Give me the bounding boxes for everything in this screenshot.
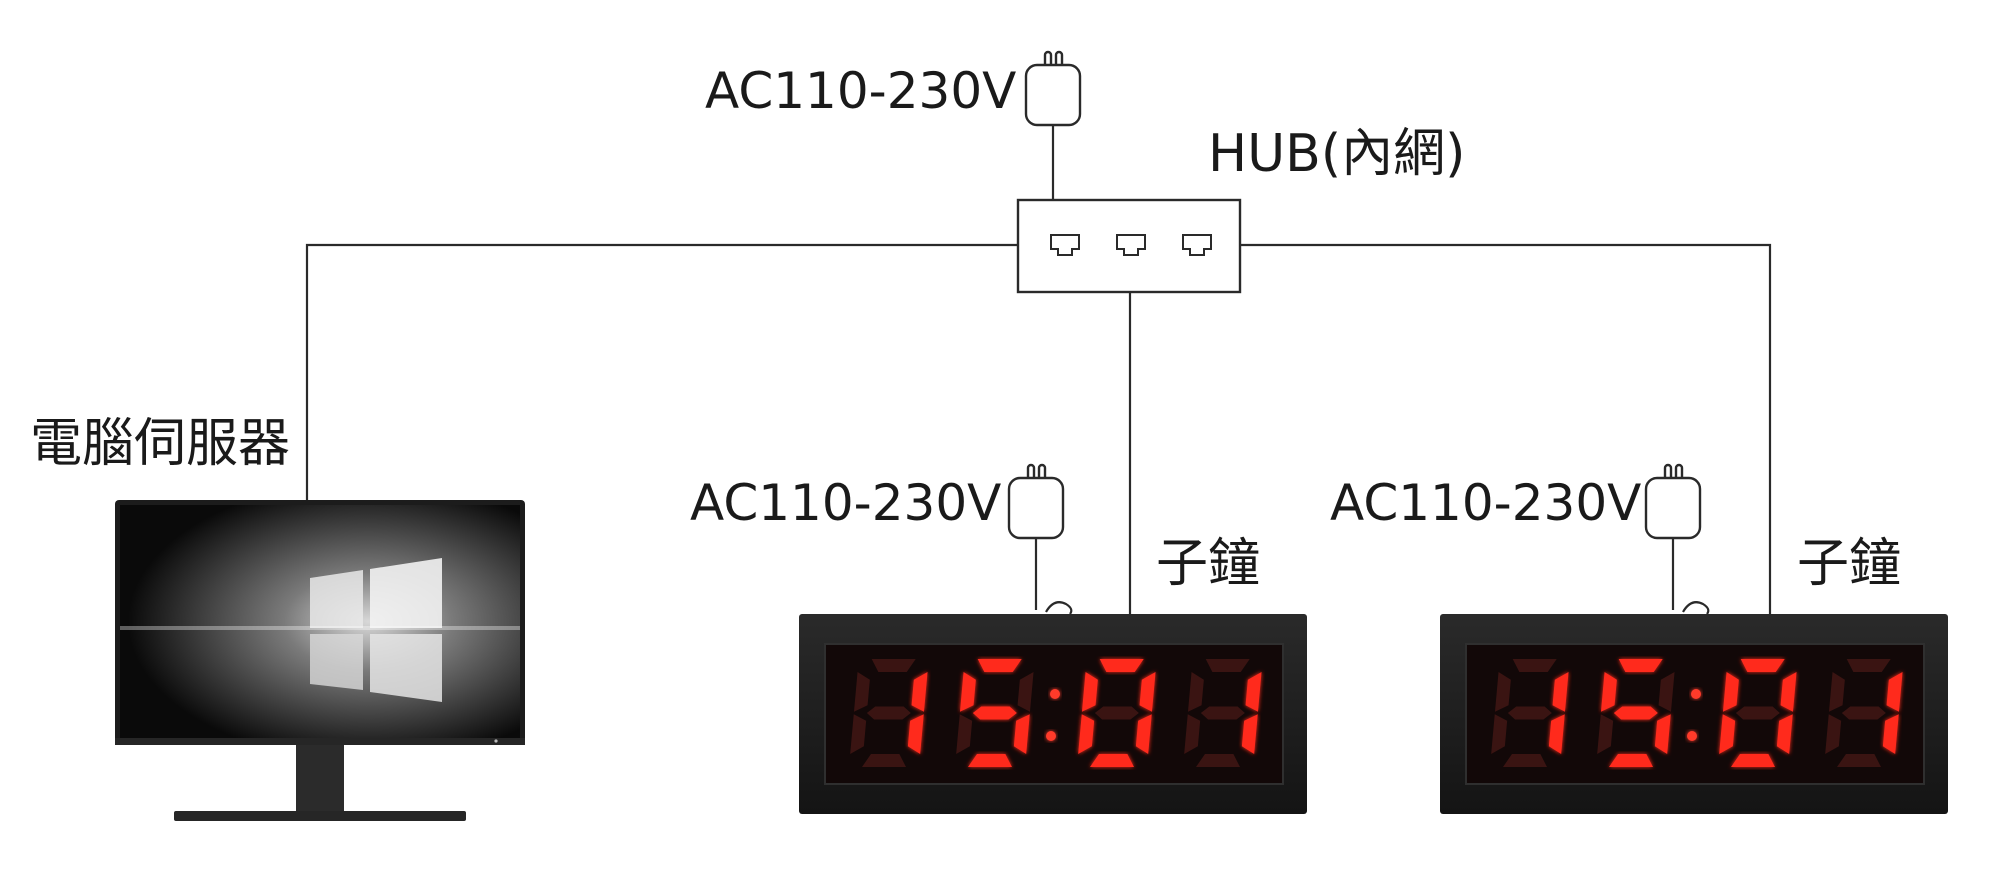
- led-segment: [1841, 706, 1886, 720]
- hub: [1016, 198, 1242, 294]
- led-segment: [977, 659, 1022, 672]
- led-segment: [871, 659, 916, 672]
- hub-label: HUB(內網): [1208, 124, 1466, 184]
- led-segment: [1828, 672, 1845, 712]
- hub-box: [1016, 198, 1242, 294]
- led-segment: [1081, 672, 1098, 712]
- led-segment: [1512, 659, 1557, 672]
- led-segment: [1886, 672, 1903, 712]
- ethernet-port-icon: [1182, 234, 1212, 256]
- led-segment: [968, 754, 1012, 767]
- clock-1-cable-loop: [1045, 601, 1073, 615]
- led-segment: [1184, 714, 1201, 754]
- led-segment: [1205, 659, 1250, 672]
- led-segment: [1597, 714, 1614, 754]
- clock-2-cable-loop: [1682, 601, 1710, 615]
- led-segment: [1090, 754, 1134, 767]
- clock-digit: [1597, 659, 1675, 767]
- power-label-clock-2: AC110-230V: [1330, 474, 1642, 532]
- led-segment: [1846, 659, 1891, 672]
- ethernet-port-icon: [1050, 234, 1080, 256]
- led-segment: [972, 706, 1017, 720]
- led-segment: [1722, 672, 1739, 712]
- led-segment: [850, 714, 867, 754]
- led-segment: [1552, 672, 1569, 712]
- led-segment: [956, 714, 973, 754]
- clock-digit: [1491, 659, 1569, 767]
- led-segment: [853, 672, 870, 712]
- led-segment: [907, 714, 924, 754]
- server-label: 電腦伺服器: [30, 414, 291, 474]
- sub-clock-1: [799, 614, 1307, 814]
- monitor-base: [174, 811, 466, 821]
- server-monitor: [115, 500, 525, 821]
- clock-colon: [1687, 689, 1701, 741]
- led-segment: [1200, 706, 1245, 720]
- led-segment: [1731, 754, 1775, 767]
- led-segment: [1654, 714, 1671, 754]
- led-segment: [1017, 672, 1034, 712]
- led-segment: [1618, 659, 1663, 672]
- power-led: [494, 739, 498, 743]
- led-segment: [1135, 714, 1152, 754]
- monitor-neck: [296, 745, 344, 813]
- power-plug-icon: [1644, 463, 1702, 540]
- led-segment: [1491, 714, 1508, 754]
- clock-digit: [1078, 659, 1156, 767]
- power-label-clock-1: AC110-230V: [690, 474, 1002, 532]
- led-segment: [1882, 714, 1899, 754]
- led-segment: [1825, 714, 1842, 754]
- sub-clock-2: [1440, 614, 1948, 814]
- wire-hub-to-server: [305, 243, 1018, 500]
- led-segment: [1548, 714, 1565, 754]
- clock-digit: [1825, 659, 1903, 767]
- led-segment: [1139, 672, 1156, 712]
- led-segment: [911, 672, 928, 712]
- led-segment: [959, 672, 976, 712]
- led-segment: [862, 754, 906, 767]
- led-segment: [1719, 714, 1736, 754]
- monitor-chin: [115, 738, 525, 745]
- sub-clock-label-1: 子鐘: [1156, 534, 1261, 594]
- plugs: [1007, 50, 1702, 540]
- led-segment: [1776, 714, 1793, 754]
- led-segment: [1196, 754, 1240, 767]
- power-label-top: AC110-230V: [705, 62, 1017, 120]
- led-segment: [1013, 714, 1030, 754]
- led-segment: [1078, 714, 1095, 754]
- led-segment: [1780, 672, 1797, 712]
- windows-logo-icon: [120, 558, 520, 702]
- led-segment: [1503, 754, 1547, 767]
- clock-digit: [956, 659, 1034, 767]
- led-segment: [1241, 714, 1258, 754]
- led-segment: [1094, 706, 1139, 720]
- led-segment: [1507, 706, 1552, 720]
- led-segment: [1600, 672, 1617, 712]
- hub-ports: [1050, 234, 1212, 256]
- led-segment: [1609, 754, 1653, 767]
- led-segment: [1245, 672, 1262, 712]
- power-plug-icon: [1007, 463, 1065, 540]
- led-segment: [866, 706, 911, 720]
- power-plug-icon: [1024, 50, 1082, 127]
- led-segment: [1099, 659, 1144, 672]
- led-segment: [1494, 672, 1511, 712]
- clock-digit: [1719, 659, 1797, 767]
- led-segment: [1735, 706, 1780, 720]
- ethernet-port-icon: [1116, 234, 1146, 256]
- led-segment: [1837, 754, 1881, 767]
- wire-hub-to-clock-2: [1240, 243, 1772, 614]
- led-segment: [1740, 659, 1785, 672]
- clock-colon: [1046, 689, 1060, 741]
- led-segment: [1613, 706, 1658, 720]
- clock-digit: [1184, 659, 1262, 767]
- led-segment: [1658, 672, 1675, 712]
- sub-clock-label-2: 子鐘: [1797, 534, 1902, 594]
- wires: [305, 125, 1772, 615]
- led-segment: [1187, 672, 1204, 712]
- clock-digit: [850, 659, 928, 767]
